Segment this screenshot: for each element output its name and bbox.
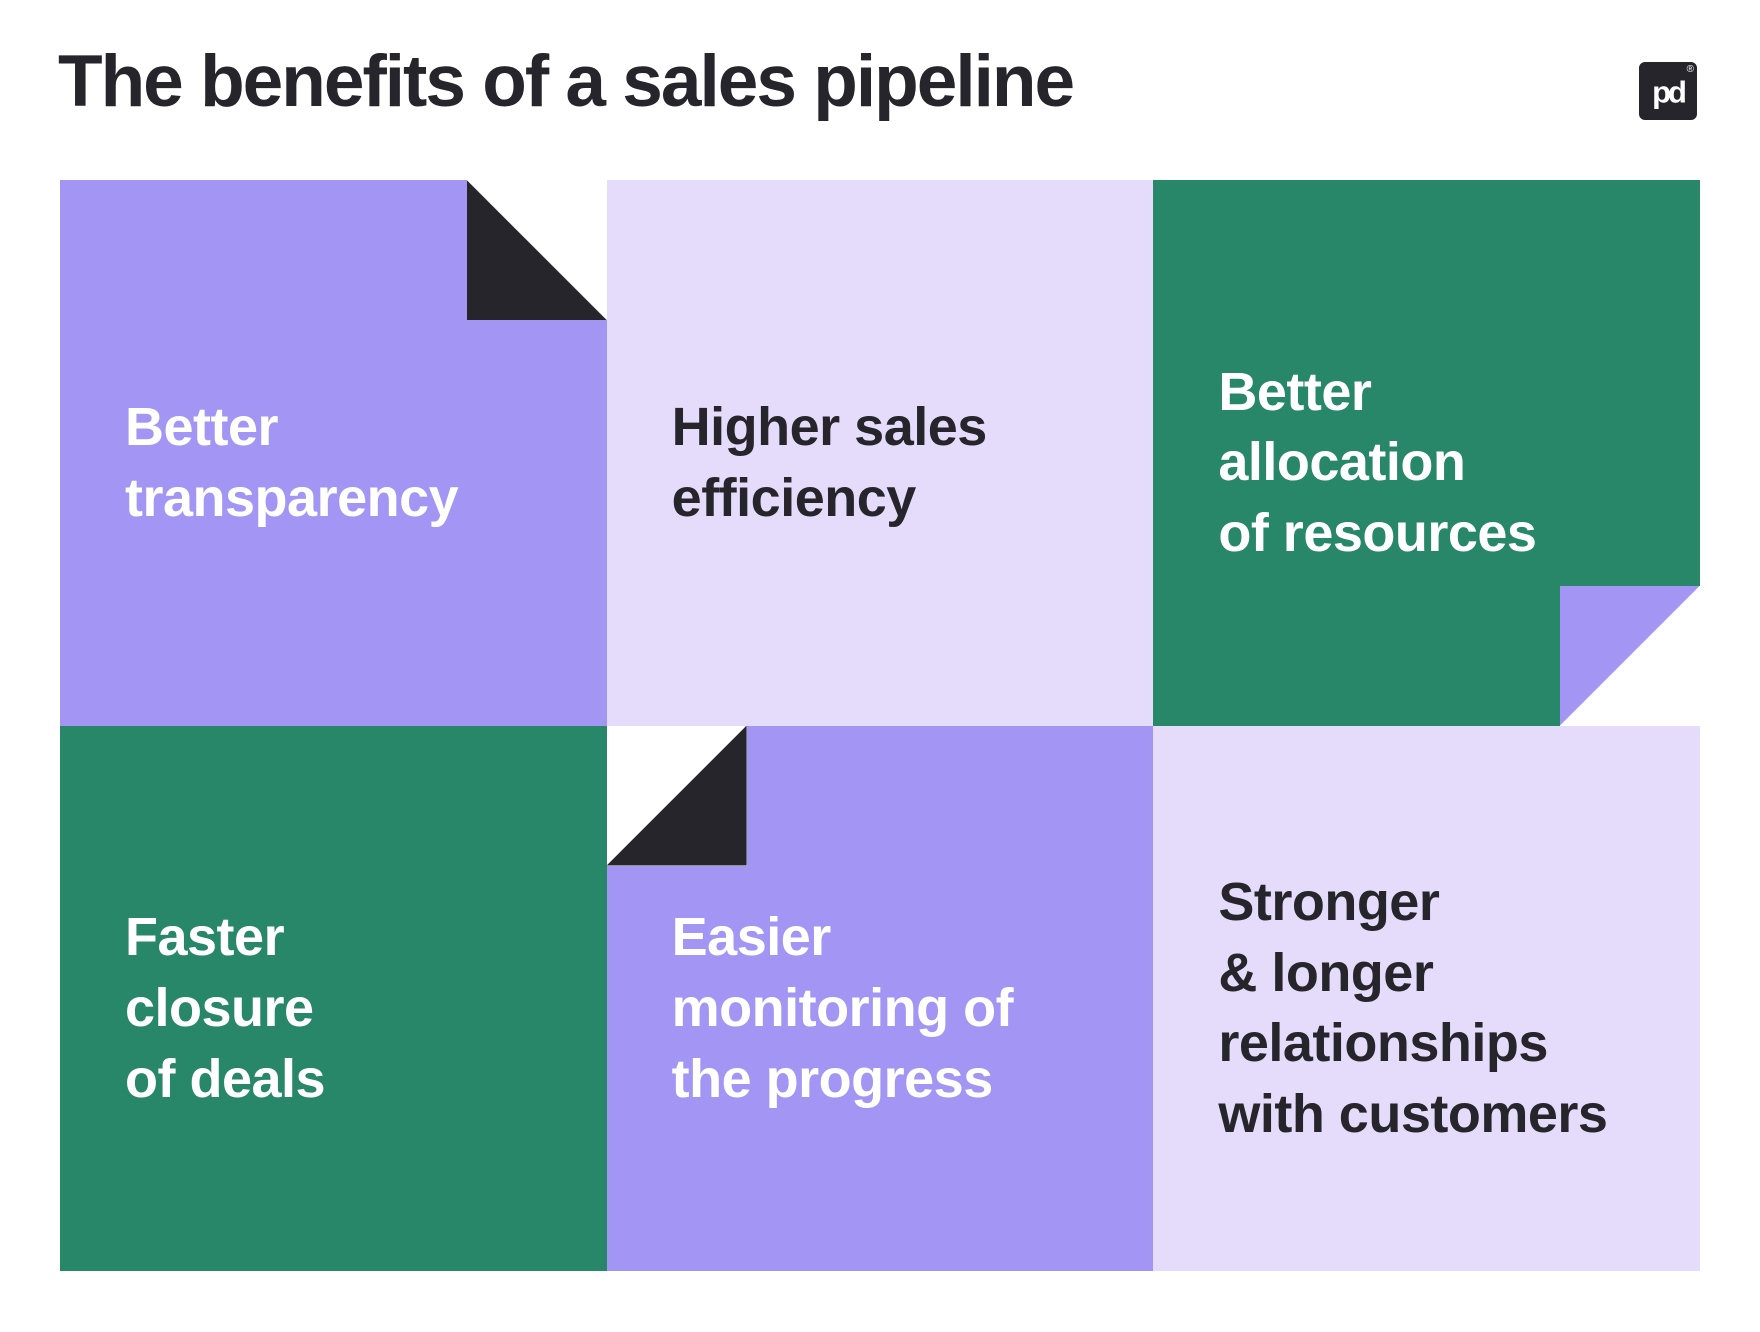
tile-label: Stronger & longer relationships with cus…	[1218, 871, 1608, 1144]
folded-corner-icon	[1560, 585, 1700, 726]
fold-flap	[466, 180, 607, 320]
fold-flap	[606, 725, 747, 866]
page-title: The benefits of a sales pipeline	[58, 41, 1075, 122]
tile-label: Easier monitoring of the progress	[671, 907, 1014, 1109]
pandadoc-logo: pd ®	[1639, 62, 1697, 120]
folded-corner-icon	[606, 725, 747, 866]
benefits-grid: Better transparency Higher sales efficie…	[60, 180, 1700, 1271]
tile-higher-sales-efficiency: Higher sales efficiency	[606, 180, 1154, 726]
registered-trademark-icon: ®	[1686, 64, 1694, 75]
tile-stronger-longer-relationships: Stronger & longer relationships with cus…	[1153, 725, 1700, 1271]
pandadoc-logo-mark: pd	[1652, 74, 1687, 110]
tile-easier-monitoring-of-progress: Easier monitoring of the progress	[606, 725, 1154, 1271]
tile-better-transparency: Better transparency	[60, 180, 607, 726]
tile-label: Better allocation of resources	[1218, 361, 1537, 564]
tile-label: Better transparency	[125, 397, 459, 528]
folded-corner-icon	[466, 180, 607, 320]
tile-label: Higher sales efficiency	[671, 397, 988, 528]
tile-label: Faster closure of deals	[125, 907, 326, 1109]
fold-flap	[1560, 585, 1700, 726]
tile-faster-closure-of-deals: Faster closure of deals	[60, 725, 607, 1271]
tile-better-allocation-of-resources: Better allocation of resources	[1153, 180, 1700, 726]
